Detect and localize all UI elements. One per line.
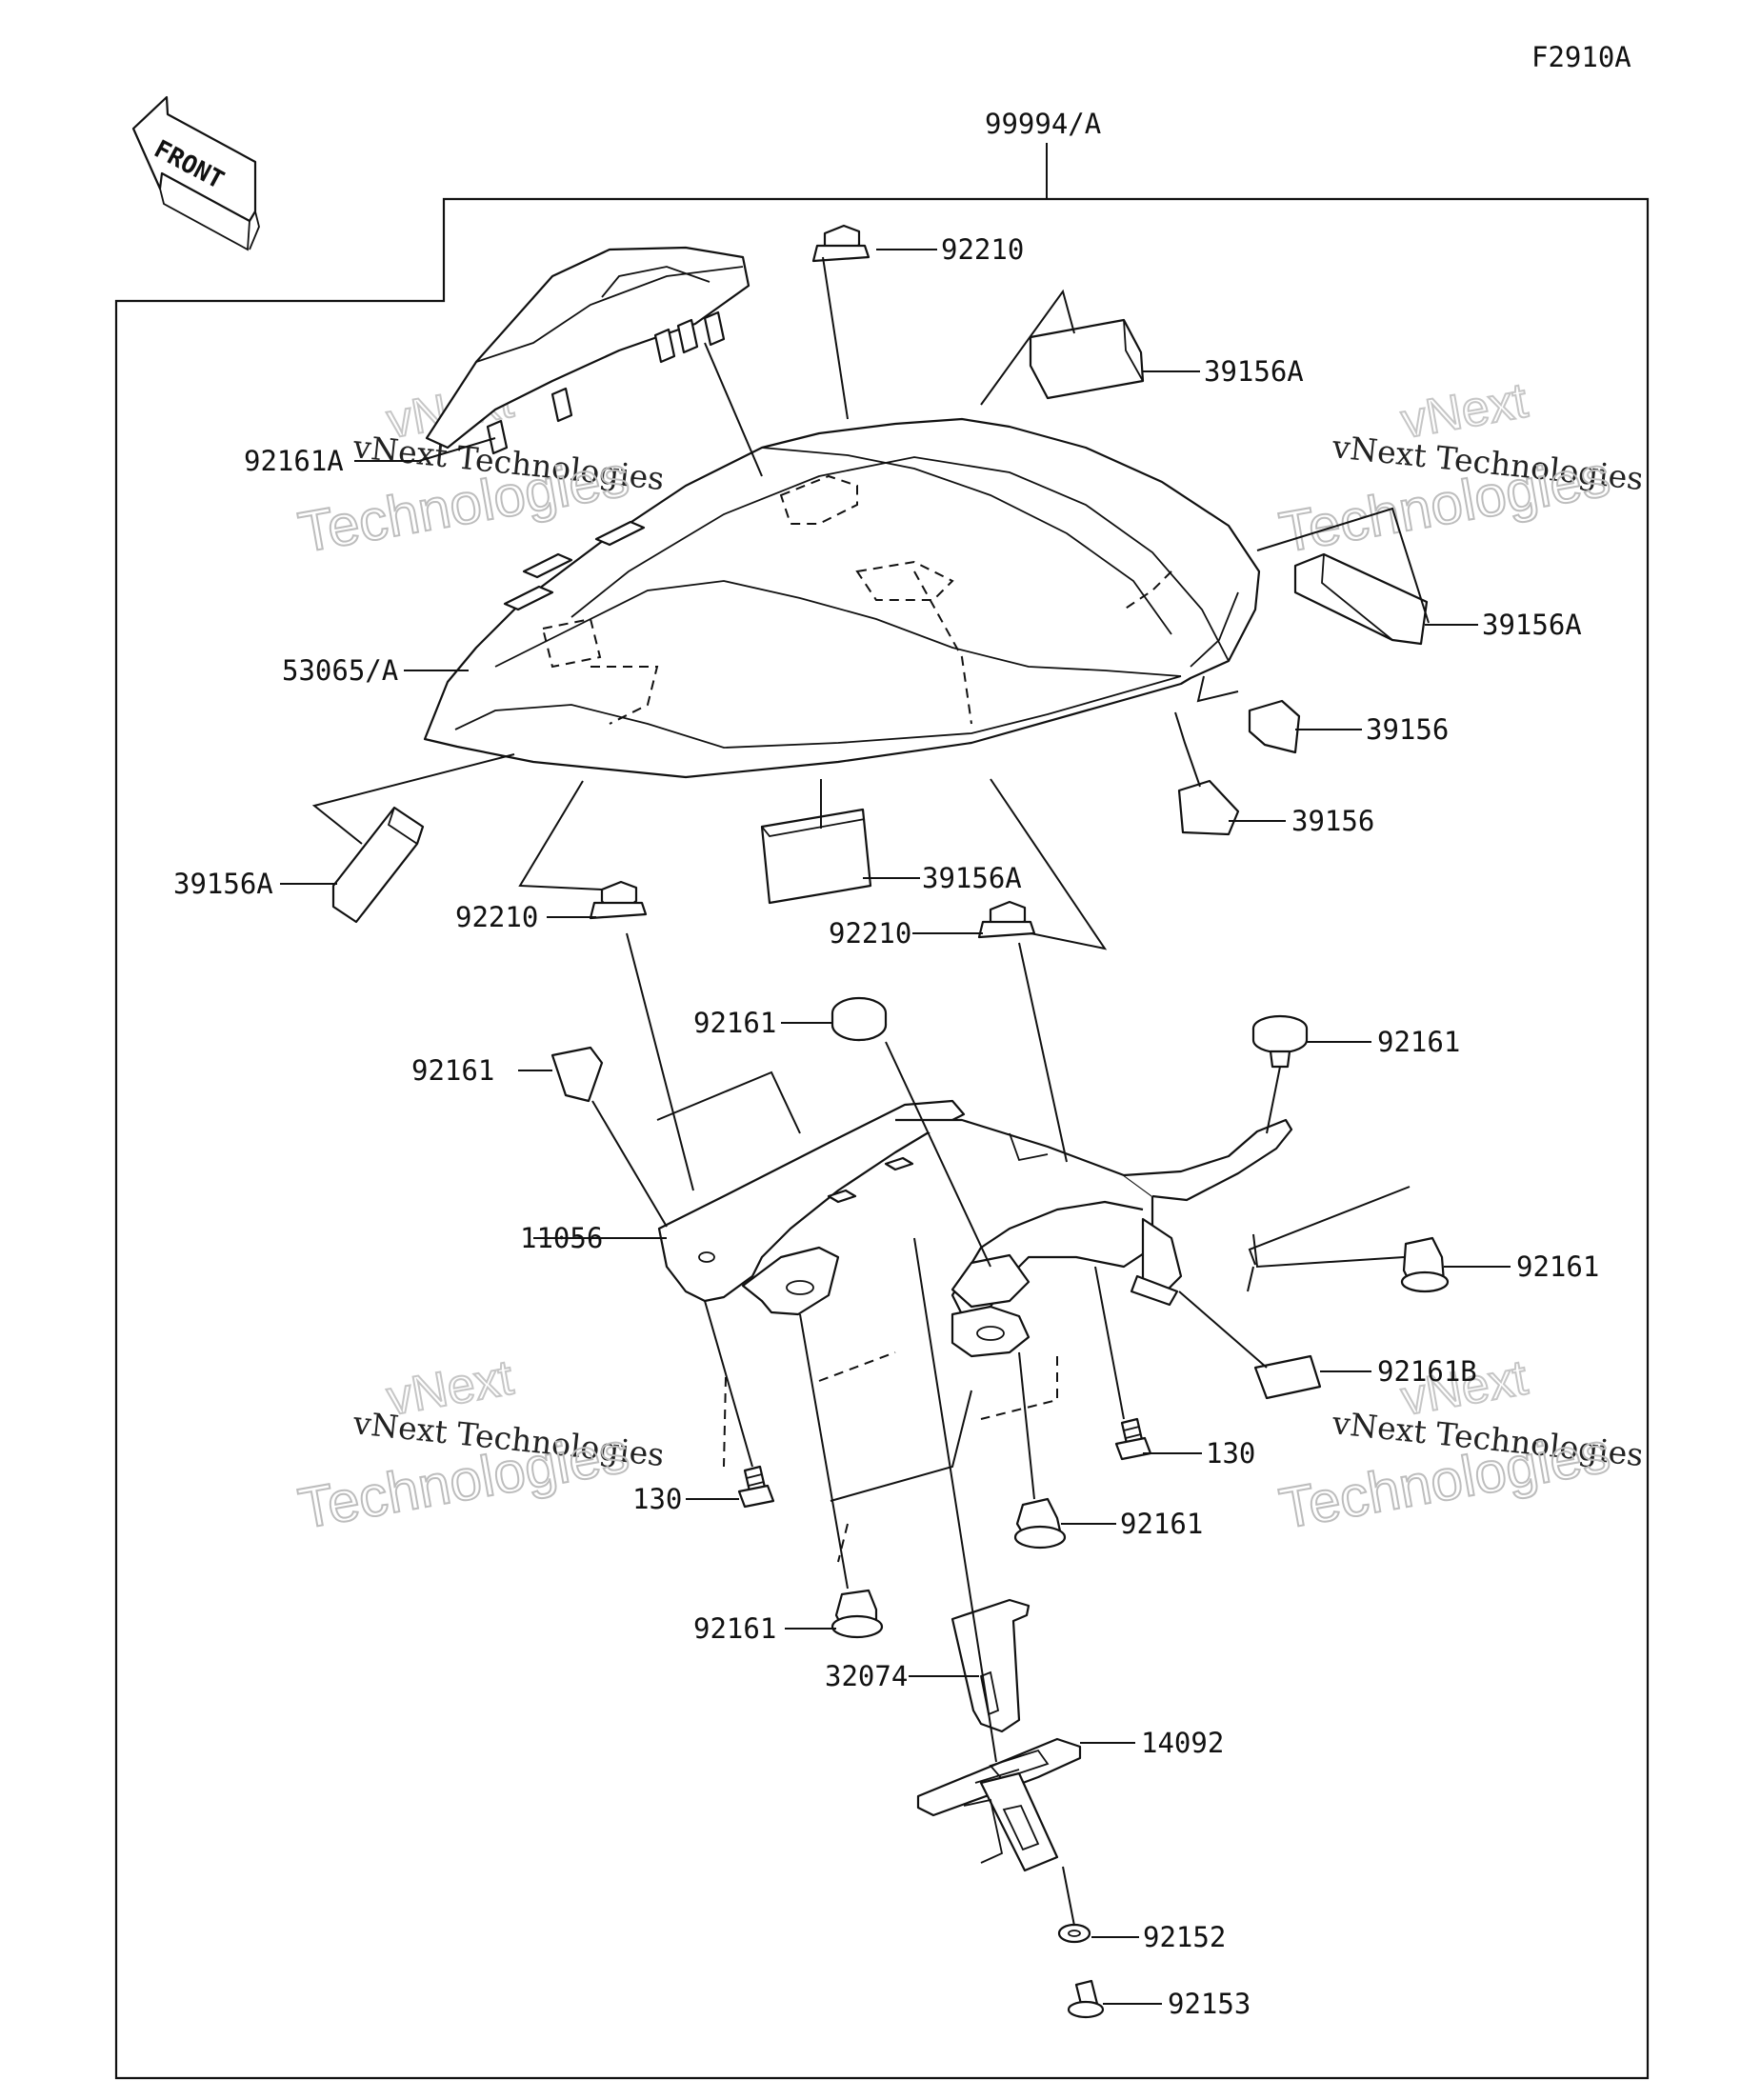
- clip-nut-center: [977, 900, 1036, 939]
- callout-92161b: 92161B: [1377, 1355, 1477, 1388]
- damper-center-left: [830, 1589, 884, 1639]
- callout-39156-right-1: 39156: [1366, 713, 1449, 746]
- callout-32074: 32074: [825, 1660, 908, 1692]
- callout-92210-top: 92210: [941, 233, 1024, 266]
- callout-92161-right-2: 92161: [1516, 1250, 1599, 1283]
- callout-labels: 92210 39156A 92161A 39156A 53065/A 39156…: [173, 233, 1599, 2020]
- callout-92161-center-left: 92161: [693, 1612, 776, 1645]
- callout-92161a: 92161A: [244, 445, 344, 477]
- leader-lines: [280, 249, 1511, 2005]
- foam-pad-tr: [1029, 318, 1145, 400]
- watermark-bl: vNext vNext Technologies Technologies: [293, 1350, 667, 1542]
- callout-92210-left: 92210: [455, 901, 538, 933]
- bolt-130-right: [1114, 1417, 1152, 1461]
- callout-53065a: 53065/A: [282, 654, 398, 687]
- pad-92161b: [1253, 1354, 1322, 1400]
- watermark-tr: vNext vNext Technologies Technologies: [1274, 372, 1646, 566]
- callout-92161-center-top: 92161: [693, 1007, 776, 1039]
- seat-cover-part: [423, 417, 1261, 779]
- bracket-11056: [657, 1099, 1293, 1358]
- foam-pad-r1: [1248, 699, 1301, 754]
- callout-92161-right: 92161: [1377, 1026, 1460, 1058]
- plate-14092: [916, 1737, 1082, 1872]
- washer-92152: [1057, 1923, 1091, 1944]
- callout-39156a-left: 39156A: [173, 868, 273, 900]
- damper-right2: [1400, 1236, 1450, 1293]
- damper-left: [550, 1046, 604, 1103]
- callout-130-left: 130: [632, 1483, 682, 1515]
- callout-92153: 92153: [1168, 1988, 1251, 2020]
- callout-39156-right-2: 39156: [1291, 805, 1374, 837]
- callout-39156a-top-right: 39156A: [1204, 355, 1304, 388]
- callout-130-right: 130: [1206, 1437, 1255, 1470]
- callout-92152: 92152: [1143, 1921, 1226, 1953]
- callout-14092: 14092: [1141, 1727, 1224, 1759]
- foam-pad-l: [331, 806, 425, 924]
- foam-pad-r: [1293, 552, 1429, 646]
- bracket-32074: [951, 1598, 1031, 1733]
- clip-nut-top: [811, 224, 870, 263]
- foam-pad-r2: [1177, 779, 1240, 836]
- front-arrow-icon: FRONT: [131, 95, 260, 251]
- callout-11056: 11056: [520, 1222, 603, 1254]
- screw-92153: [1067, 1979, 1105, 2019]
- foam-pad-c: [760, 808, 872, 905]
- callout-92161-left: 92161: [411, 1054, 494, 1087]
- small-cover-part: [425, 246, 750, 455]
- bolt-130-left: [737, 1465, 775, 1509]
- assembly-label: 99994/A: [985, 108, 1101, 140]
- callout-92210-center: 92210: [829, 917, 911, 950]
- figure-code: F2910A: [1531, 41, 1631, 73]
- callout-39156a-right: 39156A: [1482, 609, 1582, 641]
- assembly-frame: 99994/A: [114, 108, 1650, 2080]
- damper-center-top: [830, 996, 888, 1042]
- damper-center-right: [1013, 1497, 1067, 1550]
- damper-right: [1251, 1014, 1309, 1069]
- callout-39156a-center: 39156A: [922, 862, 1022, 894]
- clip-nut-left: [589, 880, 648, 920]
- callout-92161-center-right: 92161: [1120, 1508, 1203, 1540]
